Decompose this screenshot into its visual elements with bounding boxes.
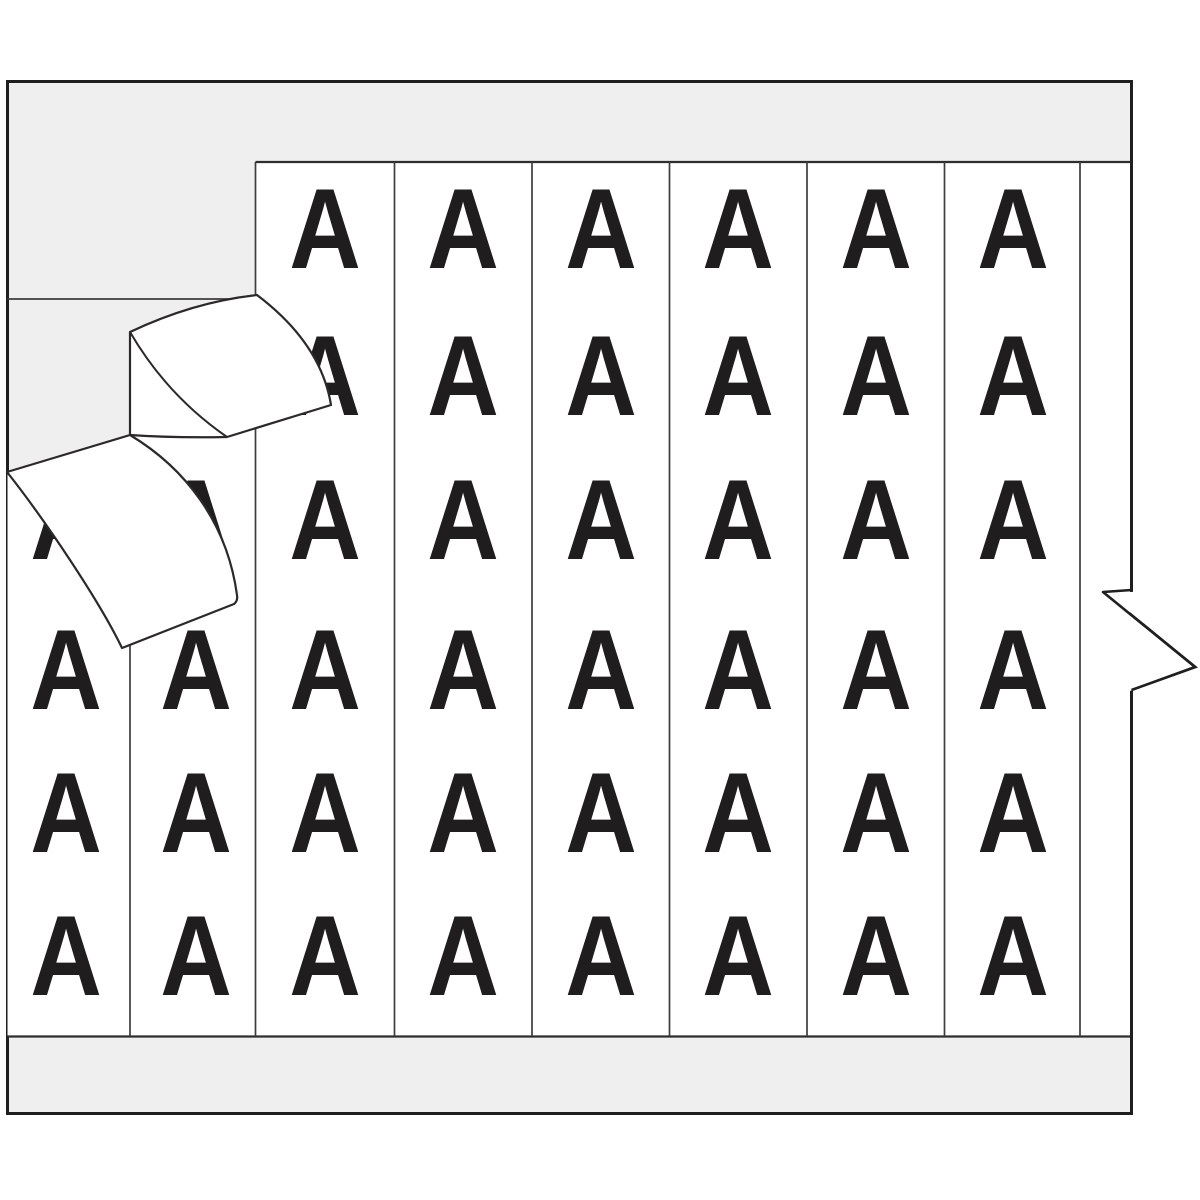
marker-letter: A [289,165,361,293]
marker-letter: A [702,749,774,877]
marker-letter: A [289,892,361,1020]
marker-letter: A [427,892,499,1020]
marker-letter: A [840,749,912,877]
strip-block-main [255,162,1130,1036]
marker-letter: A [977,606,1049,734]
marker-letter: A [977,312,1049,440]
peeled-labels [5,293,333,650]
marker-letter: A [565,165,637,293]
marker-letter: A [30,749,102,877]
marker-letter: A [427,749,499,877]
marker-letter: A [840,892,912,1020]
marker-letter: A [977,749,1049,877]
marker-letter: A [289,456,361,584]
marker-letter: A [565,606,637,734]
marker-letter: A [977,165,1049,293]
peeled-label-lower [5,433,239,650]
marker-letter: A [702,165,774,293]
marker-letter: A [30,892,102,1020]
marker-letter: A [977,456,1049,584]
marker-letter: A [840,312,912,440]
marker-letter: A [840,606,912,734]
marker-letter: A [977,892,1049,1020]
marker-letter: A [565,456,637,584]
peeled-label-upper [128,293,333,439]
marker-letter: A [840,165,912,293]
marker-letter: A [160,749,232,877]
marker-letter: A [160,892,232,1020]
marker-letter: A [565,749,637,877]
marker-letter: A [565,312,637,440]
marker-letter: A [702,606,774,734]
marker-letter: A [427,312,499,440]
marker-letter: A [702,892,774,1020]
marker-letter: A [840,456,912,584]
marker-letter: A [289,749,361,877]
marker-letter: A [565,892,637,1020]
marker-letter: A [427,456,499,584]
marker-letter: A [30,606,102,734]
marker-letter: A [427,606,499,734]
cut-lines [7,160,1130,1038]
marker-letter: A [289,606,361,734]
pull-tab-outline [1101,588,1197,692]
marker-letter: A [702,312,774,440]
peeled-label-upper-crease [129,331,228,438]
marker-letter: A [702,456,774,584]
marker-letter: A [427,165,499,293]
pull-tab [1103,589,1195,691]
